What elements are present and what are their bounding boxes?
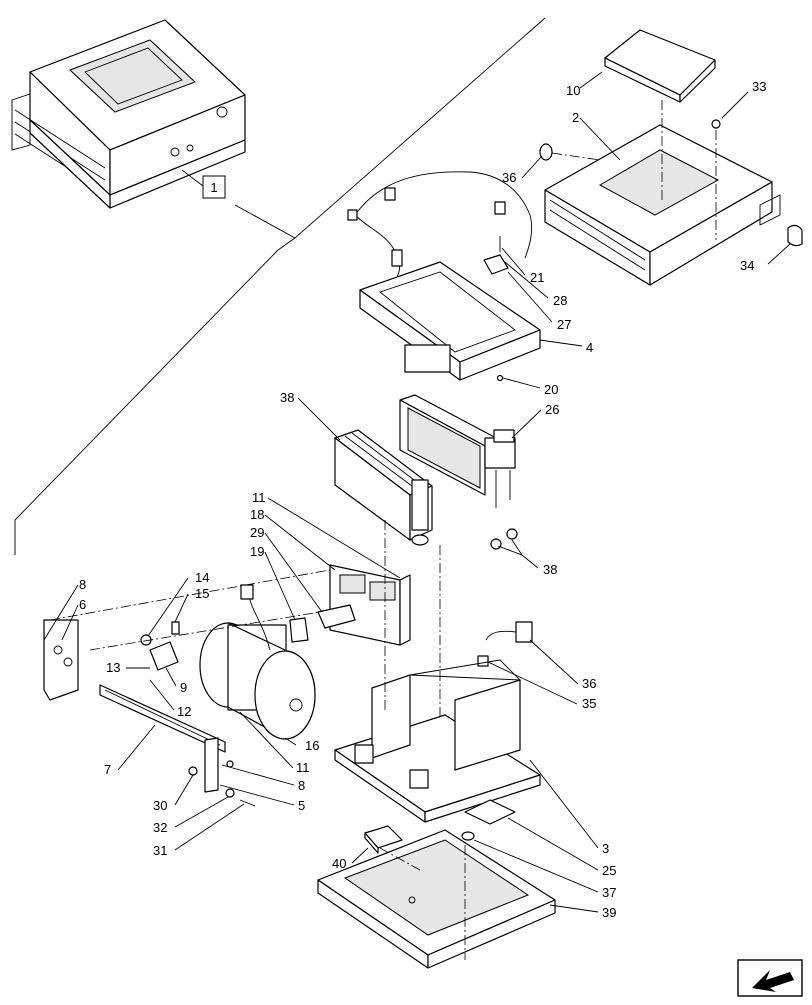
callout-5: 5: [298, 798, 305, 813]
frame-part-4: [359, 261, 541, 382]
assembled-unit: [11, 19, 246, 209]
heater-core-part-26: [399, 394, 518, 550]
reference-box: 1: [181, 169, 226, 199]
callout-39: 39: [602, 905, 616, 920]
callout-8: 8: [79, 577, 86, 592]
callout-32: 32: [153, 820, 167, 835]
callout-31: 31: [153, 843, 167, 858]
callout-9: 9: [180, 680, 187, 695]
harness-part-21: [347, 171, 533, 283]
clip-part-36: [539, 143, 601, 161]
callout-11: 11: [252, 490, 266, 505]
callout-34: 34: [740, 258, 754, 273]
cap-part-34: [787, 224, 803, 247]
callout-33: 33: [752, 79, 766, 94]
callout-7: 7: [104, 762, 111, 777]
screw-part-33: [711, 119, 721, 129]
grommet-part-37: [461, 831, 475, 841]
cover-part-10: [604, 29, 716, 103]
callout-18: 18: [250, 507, 264, 522]
callout-2: 2: [572, 110, 579, 125]
connector-part-27: [483, 254, 509, 275]
callout-20: 20: [544, 382, 558, 397]
callout-36: 36: [502, 170, 516, 185]
callout-27: 27: [557, 317, 571, 332]
bracket-part-5: [204, 737, 234, 793]
callout-28: 28: [553, 293, 567, 308]
callout-40: 40: [332, 856, 346, 871]
leader-lines: [43, 71, 791, 913]
callout-38b: 38: [543, 562, 557, 577]
blower-part-16: [199, 584, 316, 740]
callout-11b: 11: [296, 760, 310, 775]
callout-36b: 36: [582, 676, 596, 691]
callout-14: 14: [195, 570, 209, 585]
callout-30: 30: [153, 798, 167, 813]
callout-19: 19: [250, 544, 264, 559]
panel-part-18: [329, 564, 411, 646]
callout-12: 12: [177, 704, 191, 719]
bracket-part-6: [43, 619, 79, 701]
callout-26: 26: [545, 402, 559, 417]
bracket-part-29: [317, 604, 356, 629]
filter-part-40: [364, 825, 403, 854]
callout-15: 15: [195, 586, 209, 601]
case-part-3: [334, 659, 541, 823]
callout-38: 38: [280, 390, 294, 405]
callout-37: 37: [602, 885, 616, 900]
arrow-down-left-icon[interactable]: [737, 959, 803, 997]
assembly-bracket-line-2: [14, 237, 296, 555]
callout-3: 3: [602, 841, 609, 856]
motor-part-19: [289, 617, 309, 643]
resistor-part-9: [149, 641, 179, 671]
washer-part-32: [225, 788, 235, 798]
callout-6: 6: [79, 597, 86, 612]
screw-part-31: [239, 799, 256, 807]
callout-10: 10: [566, 83, 580, 98]
tray-part-39: [317, 829, 556, 969]
sensor-part-36: [477, 621, 533, 667]
evaporator-part-38: [334, 429, 433, 546]
callout-29: 29: [250, 525, 264, 540]
callout-labels: 10 2 33 36 34 21 28 27 4 20 38 26 38 11 …: [79, 79, 766, 920]
nut-part-30: [188, 766, 198, 776]
callout-4: 4: [586, 340, 593, 355]
clip-part-15: [171, 621, 180, 635]
callout-13: 13: [106, 660, 120, 675]
callout-text: 1: [210, 180, 217, 195]
callout-21: 21: [530, 270, 544, 285]
plate-part-7: [99, 684, 226, 753]
pad-part-25: [464, 799, 516, 825]
callout-35: 35: [582, 696, 596, 711]
callout-16: 16: [305, 738, 319, 753]
housing-part-2: [544, 100, 781, 286]
callout-8b: 8: [298, 778, 305, 793]
callout-25: 25: [602, 863, 616, 878]
